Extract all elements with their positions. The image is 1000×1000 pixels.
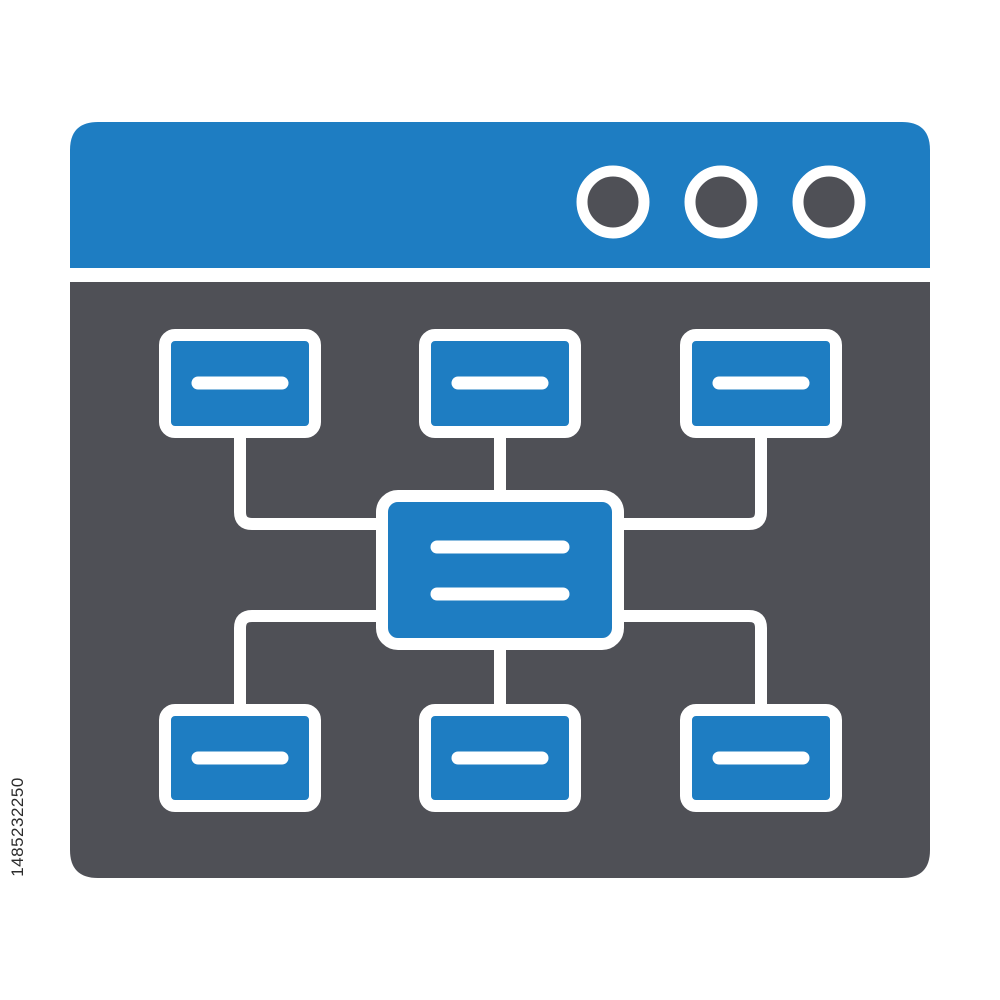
window-dot-icon <box>684 165 758 239</box>
window-dot-icon <box>576 165 650 239</box>
sitemap-node-bottom-left <box>159 704 321 812</box>
window-controls <box>576 165 866 239</box>
stock-id-text: 1485232250 <box>8 777 28 877</box>
sitemap-node-top-center <box>419 329 581 438</box>
window-dot-icon <box>792 165 866 239</box>
sitemap-connectors <box>234 432 767 710</box>
sitemap-node-bottom-right <box>680 704 842 812</box>
sitemap-node-bottom-center <box>419 704 581 812</box>
stock-id-label: 1485232250 <box>4 752 32 902</box>
sitemap-hub-node <box>376 490 624 650</box>
sitemap-node-top-right <box>680 329 842 438</box>
sitemap-node-top-left <box>159 329 321 438</box>
